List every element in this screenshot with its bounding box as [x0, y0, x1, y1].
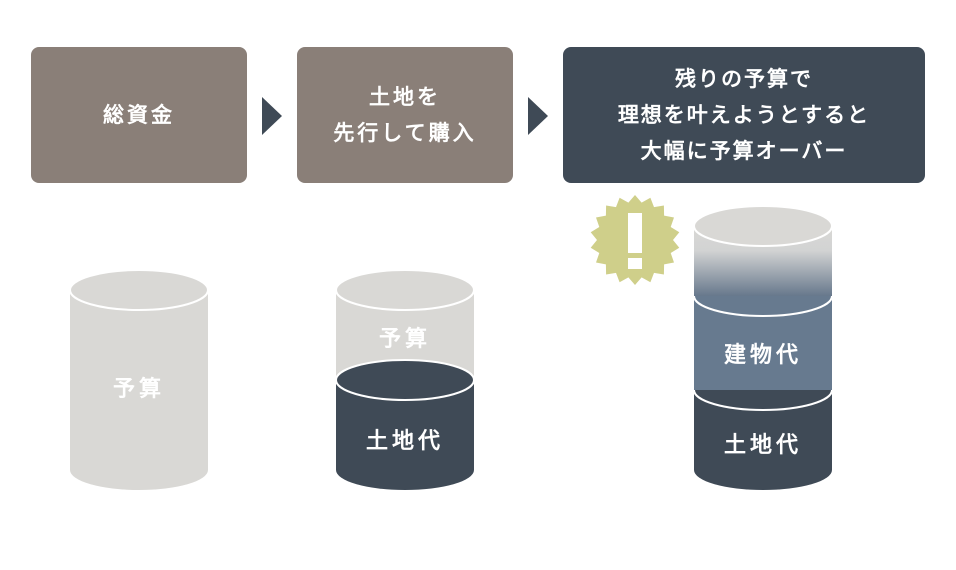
- step-text: 先行して購入: [333, 121, 477, 145]
- segment-label: 予算: [379, 326, 431, 352]
- segment-label: 土地代: [366, 429, 444, 454]
- step-text: 残りの予算で: [675, 67, 813, 91]
- arrow-right-icon: [528, 97, 548, 135]
- step-total-funds: 総資金: [31, 47, 247, 183]
- cylinder-over-budget: 建物代 土地代: [693, 205, 833, 490]
- step-text: 土地を: [369, 85, 441, 109]
- arrow-right-icon: [262, 97, 282, 135]
- step-buy-land-first: 土地を 先行して購入: [297, 47, 513, 183]
- segment-label: 予算: [113, 376, 165, 402]
- step-over-budget: 残りの予算で 理想を叶えようとすると 大幅に予算オーバー: [563, 47, 925, 183]
- step-text: 大幅に予算オーバー: [640, 139, 848, 163]
- cylinder-budget: 予算: [69, 269, 209, 490]
- step-text: 理想を叶えようとすると: [617, 103, 871, 127]
- segment-label: 土地代: [724, 433, 802, 458]
- segment-label: 建物代: [724, 342, 802, 368]
- exclamation-starburst-icon: [590, 195, 680, 285]
- step-text: 総資金: [103, 103, 175, 127]
- cylinder-land-purchased: 予算 土地代: [335, 269, 475, 490]
